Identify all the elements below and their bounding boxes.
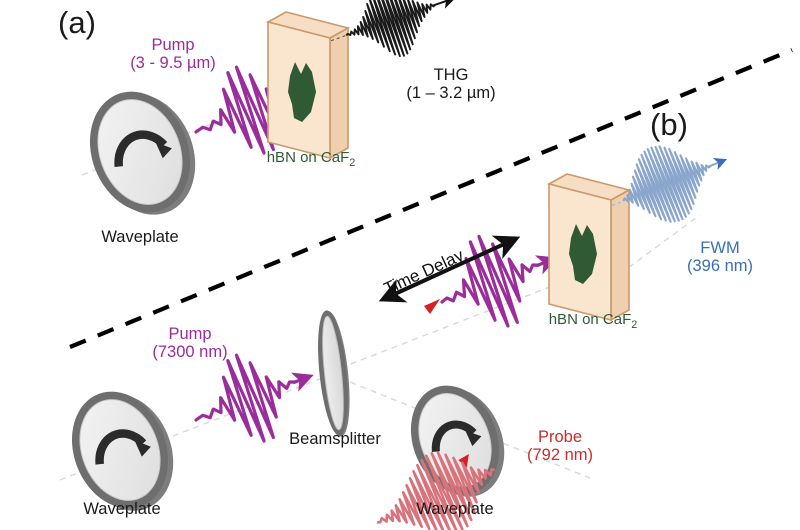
- thg-pulse-icon-a: [330, 0, 456, 58]
- beamsplitter-icon: [318, 310, 350, 437]
- sample-label-a-main: hBN on CaF: [266, 149, 350, 166]
- pump-label-a-text: Pump: [151, 36, 195, 54]
- thg-label: THG (1 – 3.2 µm): [386, 66, 516, 103]
- fwm-label-text: FWM: [700, 239, 740, 257]
- probe-direction-arrow: [424, 299, 440, 314]
- panel-label-b: (b): [650, 107, 688, 142]
- pump-label-b-text: Pump: [168, 325, 212, 343]
- hbn-flake-icon: [569, 224, 597, 284]
- pump-pulse-icon-b: [194, 353, 314, 443]
- probe-label: Probe (792 nm): [495, 428, 625, 465]
- sample-label-a-sub: 2: [349, 157, 356, 169]
- rotation-arrow-icon: [114, 130, 172, 168]
- sample-label-b-main: hBN on CaF: [548, 311, 632, 328]
- double-headed-arrow-icon: [378, 235, 521, 303]
- thg-value-text: (1 – 3.2 µm): [406, 84, 496, 103]
- rotation-arrow-icon: [95, 429, 151, 465]
- probe-pulse-icon: [377, 451, 496, 530]
- waveplate-icon-b-pump: [71, 391, 174, 511]
- hbn-flake-icon: [288, 62, 316, 122]
- pump-label-b: Pump (7300 nm): [125, 325, 255, 362]
- waveplate-label-b-pump: Waveplate: [83, 500, 161, 518]
- thg-label-text: THG: [433, 66, 469, 84]
- sample-label-a: hBN on CaF2: [231, 149, 391, 169]
- fwm-value-text: (396 nm): [686, 257, 754, 276]
- sample-slab-icon-a: [265, 11, 351, 160]
- waveplate-label-b-probe: Waveplate: [416, 500, 494, 518]
- waveplate-icon-a: [89, 91, 196, 215]
- pump-value-b-text: (7300 nm): [152, 343, 228, 362]
- probe-value-text: (792 nm): [526, 446, 594, 465]
- fwm-label: FWM (396 nm): [665, 239, 775, 276]
- pump-label-a: Pump (3 - 9.5 µm): [108, 36, 238, 73]
- panel-label-a: (a): [58, 5, 96, 40]
- rotation-arrow-icon: [431, 420, 482, 452]
- sample-slab-icon-b: [546, 173, 632, 322]
- dashed-divider-line: [69, 48, 793, 349]
- pump-value-a-text: (3 - 9.5 µm): [130, 54, 216, 73]
- probe-label-text: Probe: [537, 428, 583, 446]
- probe-marker-arrow: [458, 453, 469, 468]
- sample-label-b-sub: 2: [631, 319, 638, 331]
- waveplate-label-a: Waveplate: [101, 228, 179, 246]
- beamsplitter-label: Beamsplitter: [289, 430, 381, 448]
- sample-label-b: hBN on CaF2: [513, 311, 673, 331]
